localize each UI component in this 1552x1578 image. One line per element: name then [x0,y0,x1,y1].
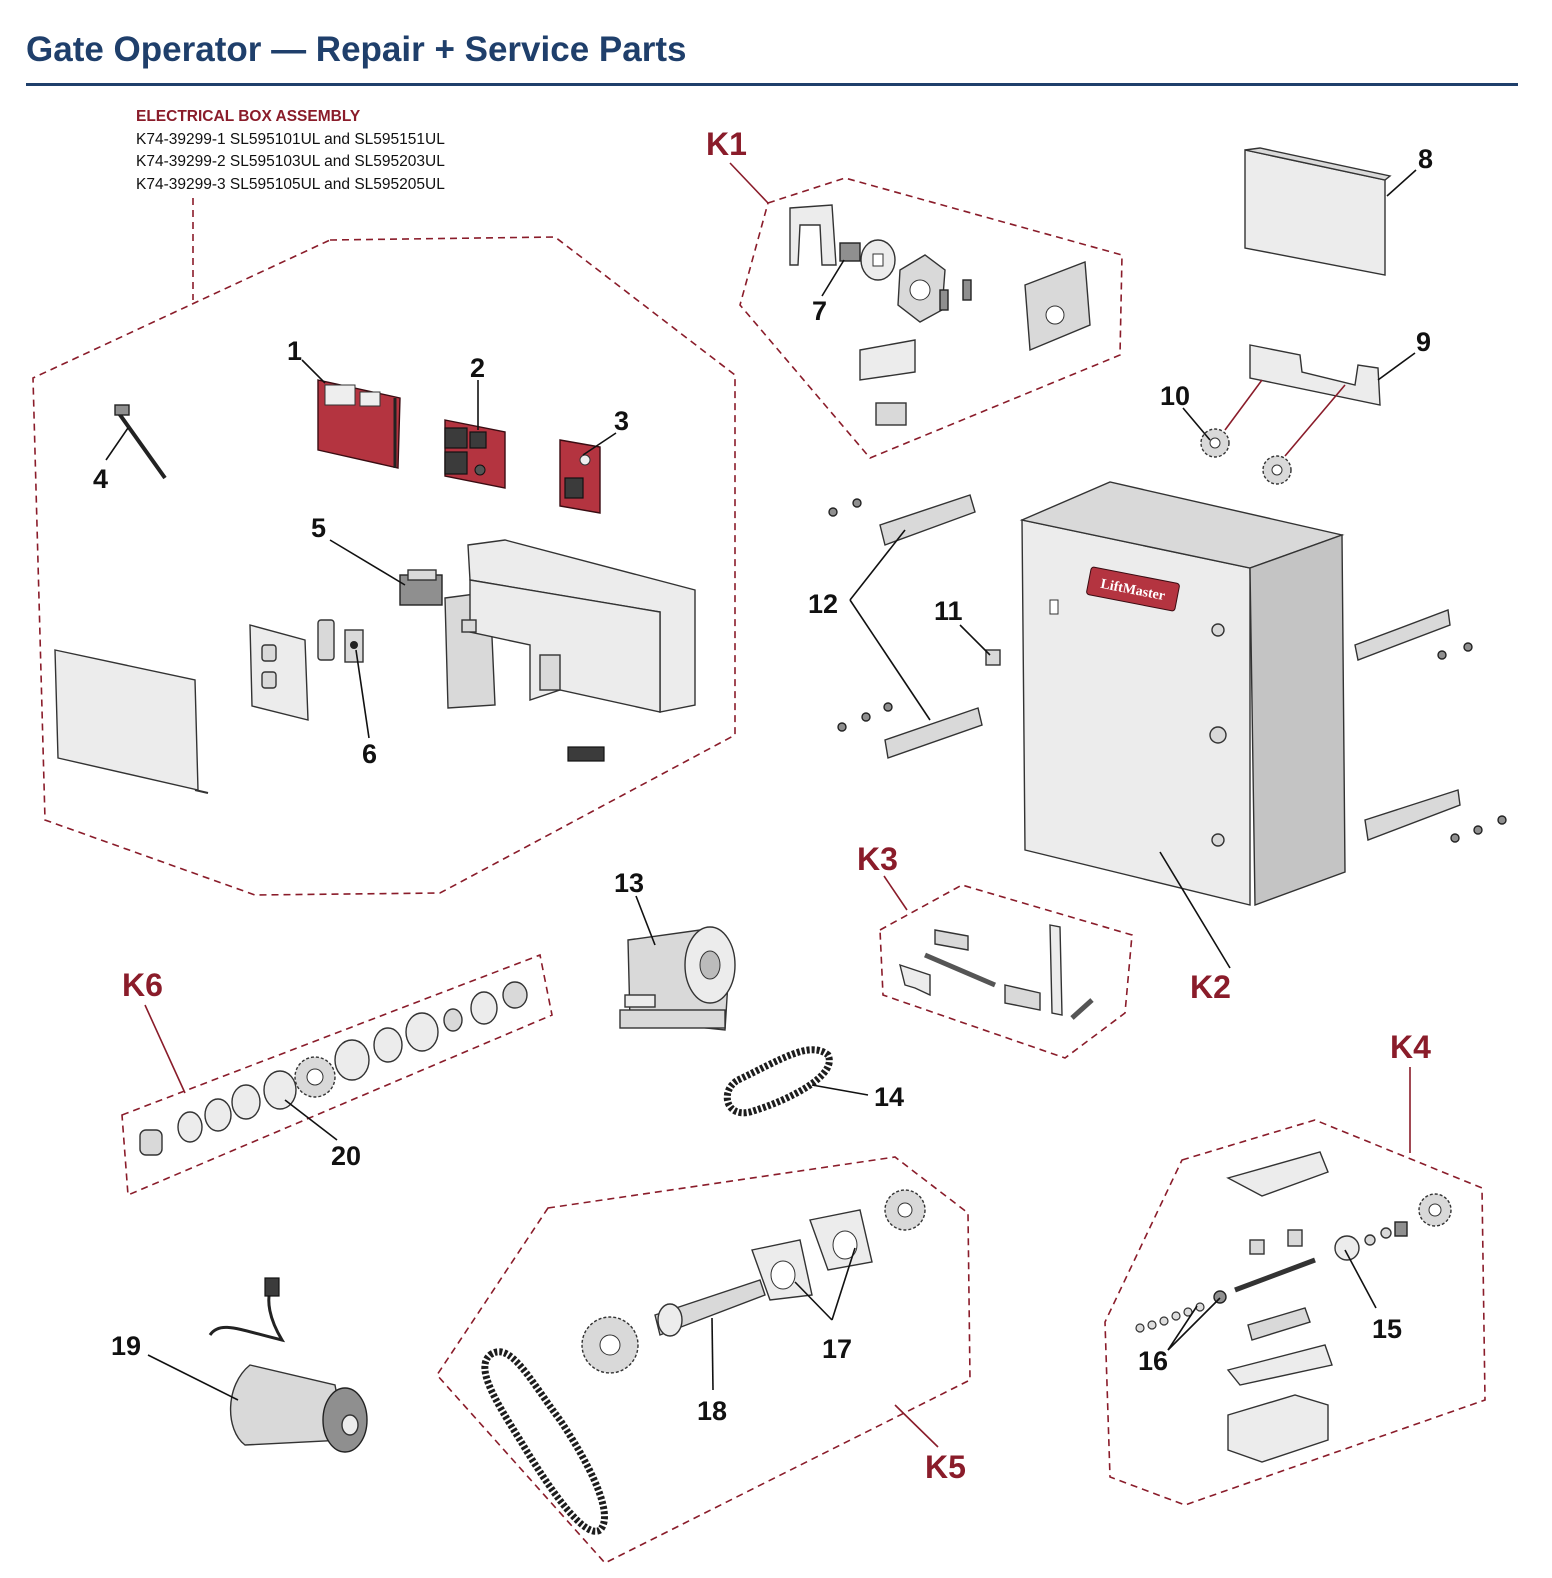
part-3-accessory-board [559,439,601,514]
callout-18: 18 [697,1396,727,1426]
callout-5: 5 [311,513,326,543]
part-8-cover [1244,147,1392,276]
callout-12: 12 [808,589,838,619]
kit-k3-leader [883,875,908,911]
k3-parts [899,924,1094,1020]
part-13-gearbox [619,926,736,1031]
sprocket-guide-line-1 [1224,379,1263,431]
kit-k6-outline [121,953,553,1197]
kit-k3-outline [879,884,1133,1059]
k4-limit-components [1135,1151,1452,1463]
k2-bolts [828,498,1507,843]
part-5-transformer [399,569,443,606]
k1-washer [860,239,896,281]
sprocket-guide-line-2 [1284,384,1346,457]
assembly-title: ELECTRICAL BOX ASSEMBLY [136,108,361,125]
part-7-limit-nut [839,242,861,262]
k1-switches [939,279,972,311]
callout-8: 8 [1418,144,1433,174]
k1-capacitor [875,402,907,426]
part-2-relay-board [444,419,506,489]
kit-label-k6: K6 [122,967,163,1003]
kit-k5-outline [435,1156,971,1564]
k1-cover [859,339,916,381]
assembly-line-1: K74-39299-1 SL595101UL and SL595151UL [136,130,445,148]
part-4-cable-tie [114,404,167,480]
electrical-box-cover-plate [54,649,209,794]
terminal-strip [567,746,605,762]
kit-label-k1: K1 [706,126,747,162]
callout-6: 6 [362,739,377,769]
part-1-control-board [317,379,401,469]
outlet-mounting-plate [249,619,335,721]
title-divider [26,83,1518,86]
callout-16: 16 [1138,1346,1168,1376]
part-9-bracket [1249,344,1381,406]
callout-14: 14 [874,1082,904,1112]
k1-limit-plate [897,254,946,323]
kit-label-k5: K5 [925,1449,966,1485]
part-14-chain [723,1046,833,1117]
kit-label-k4: K4 [1390,1029,1431,1065]
callout-4: 4 [93,464,108,494]
callout-3: 3 [614,406,629,436]
callout-13: 13 [614,868,644,898]
kit-k1-outline [739,177,1123,459]
callout-11: 11 [934,596,963,626]
callout-17: 17 [822,1334,852,1364]
kit-k4-outline [1104,1119,1486,1506]
callout-19: 19 [111,1331,141,1361]
callout-1: 1 [287,336,302,366]
callout-2: 2 [470,353,485,383]
callout-15: 15 [1372,1314,1402,1344]
part-19-motor [208,1277,368,1453]
k6-shaft-components [139,981,528,1156]
callout-10: 10 [1160,381,1190,411]
page-title: Gate Operator — Repair + Service Parts [26,30,687,69]
part-10-sprockets [1200,428,1292,485]
part-6-switch [344,629,364,663]
callout-7: 7 [812,296,827,326]
k5-drive-components [481,1189,926,1535]
k2-enclosure: LiftMaster [1019,481,1346,906]
k1-bracket [789,204,837,266]
kit-label-k3: K3 [857,841,898,877]
k1-mounting-plate [1024,261,1091,352]
kit-label-k2: K2 [1190,969,1231,1005]
kit-k5-leader [894,1404,939,1448]
assembly-line-3: K74-39299-3 SL595105UL and SL595205UL [136,175,445,193]
electrical-box-chassis [444,539,696,713]
electrical-box-outline [32,236,736,896]
electrical-box-assembly-note: ELECTRICAL BOX ASSEMBLY K74-39299-1 SL59… [136,106,445,196]
assembly-line-2: K74-39299-2 SL595103UL and SL595203UL [136,153,445,170]
kit-k1-leader [729,162,769,204]
k2-mounting-rails [879,494,1461,841]
callout-9: 9 [1416,327,1431,357]
kit-k6-leader [144,1004,186,1094]
callout-20: 20 [331,1141,361,1171]
callout-leaders [105,169,1417,1401]
